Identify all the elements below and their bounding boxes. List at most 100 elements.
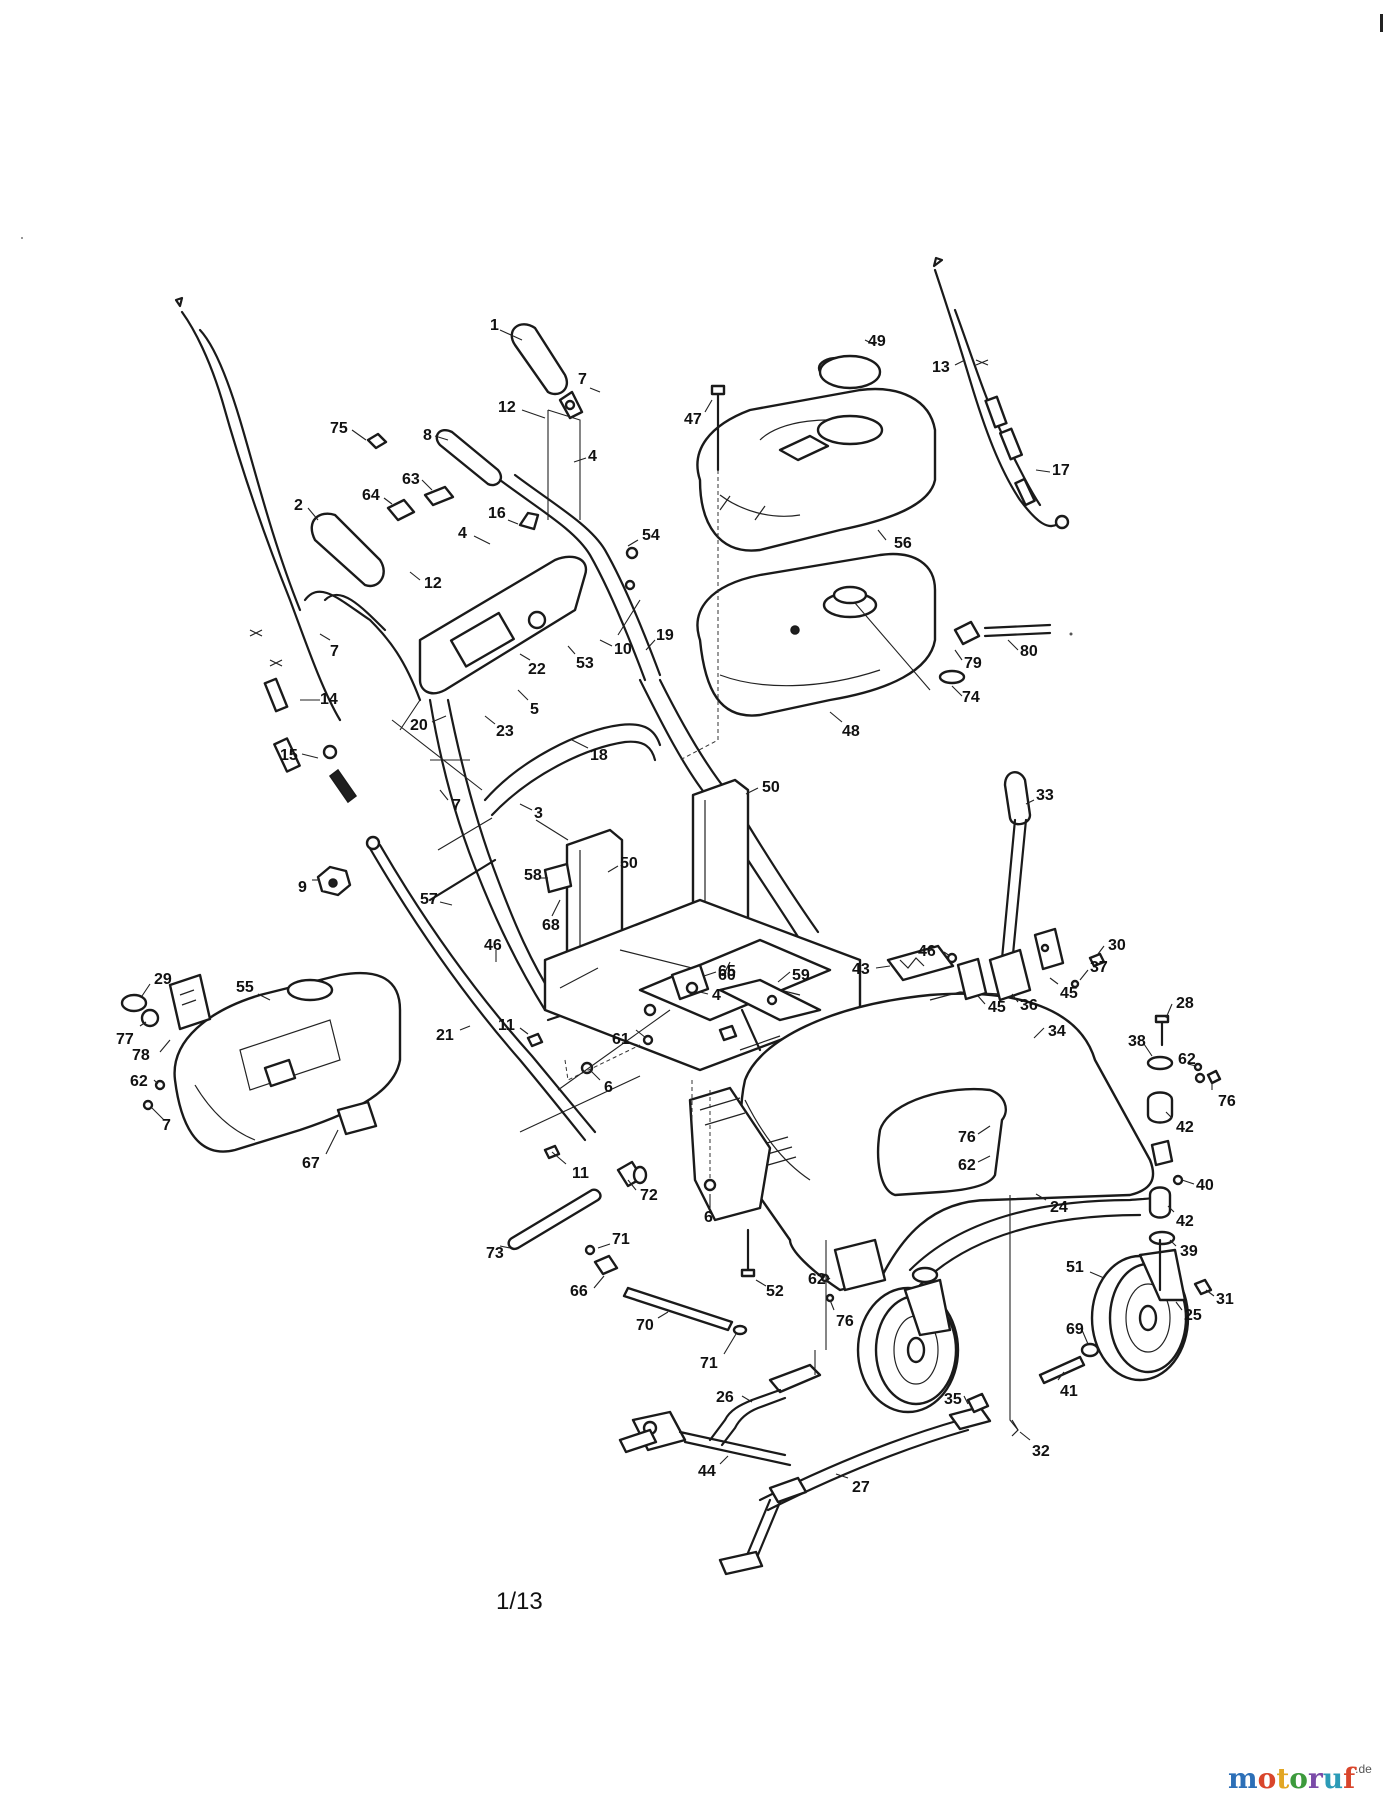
svg-text:23: 23 — [496, 723, 514, 740]
callout-50: 50 — [745, 779, 780, 796]
page-number: 1/13 — [496, 1588, 543, 1615]
svg-text:4: 4 — [458, 525, 467, 542]
svg-text:44: 44 — [698, 1463, 716, 1480]
callout-76: 76 — [958, 1125, 991, 1146]
svg-text:1: 1 — [490, 317, 499, 334]
caster-assembly-right — [1146, 1014, 1222, 1246]
callout-59: 59 — [777, 967, 810, 984]
callout-50: 50 — [607, 855, 638, 873]
callout-75: 75 — [330, 420, 367, 441]
svg-text:61: 61 — [612, 1031, 630, 1048]
svg-text:46: 46 — [484, 937, 502, 954]
svg-text:50: 50 — [762, 779, 780, 796]
side-cover — [120, 971, 402, 1153]
svg-text:58: 58 — [524, 867, 542, 884]
svg-text:55: 55 — [236, 979, 254, 996]
fuel-tank — [696, 552, 1052, 717]
callout-57: 57 — [420, 891, 453, 908]
callout-48: 48 — [829, 711, 860, 740]
svg-text:22: 22 — [528, 661, 546, 678]
svg-text:5: 5 — [530, 701, 539, 718]
svg-text:7: 7 — [578, 371, 587, 388]
svg-text:57: 57 — [420, 891, 438, 908]
svg-text:76: 76 — [1218, 1093, 1236, 1110]
callout-4: 4 — [573, 448, 597, 465]
callout-10: 10 — [599, 639, 632, 658]
callout-47: 47 — [684, 399, 713, 428]
callout-4: 4 — [699, 987, 721, 1004]
brand-letter: m — [1228, 1762, 1258, 1795]
callout-33: 33 — [1025, 787, 1054, 805]
callout-14: 14 — [300, 691, 338, 708]
svg-text:59: 59 — [792, 967, 810, 984]
svg-text:60: 60 — [718, 967, 736, 984]
svg-text:75: 75 — [330, 420, 348, 437]
callout-28: 28 — [1165, 995, 1194, 1019]
callout-32: 32 — [1019, 1431, 1050, 1460]
svg-text:41: 41 — [1060, 1383, 1078, 1400]
callout-70: 70 — [636, 1311, 669, 1334]
callout-6: 6 — [704, 1194, 713, 1226]
brand-tld: .de — [1355, 1762, 1372, 1776]
svg-text:54: 54 — [642, 527, 660, 544]
right-wheel — [1038, 1238, 1213, 1385]
callout-39: 39 — [1169, 1239, 1198, 1260]
svg-text:78: 78 — [132, 1047, 150, 1064]
svg-text:79: 79 — [964, 655, 982, 672]
svg-text:37: 37 — [1090, 959, 1108, 976]
svg-text:7: 7 — [330, 643, 339, 660]
callout-53: 53 — [567, 645, 594, 672]
svg-text:45: 45 — [988, 999, 1006, 1016]
svg-text:51: 51 — [1066, 1259, 1084, 1276]
svg-text:6: 6 — [604, 1079, 613, 1096]
callout-30: 30 — [1097, 937, 1126, 955]
callout-40: 40 — [1181, 1177, 1214, 1194]
svg-text:71: 71 — [700, 1355, 718, 1372]
svg-text:6: 6 — [704, 1209, 713, 1226]
callout-17: 17 — [1035, 462, 1070, 479]
svg-text:34: 34 — [1048, 1023, 1066, 1040]
svg-text:18: 18 — [590, 747, 608, 764]
svg-text:26: 26 — [716, 1389, 734, 1406]
brand-letter: o — [1257, 1762, 1277, 1795]
svg-text:68: 68 — [542, 917, 560, 934]
svg-text:19: 19 — [656, 627, 674, 644]
brand-letter: u — [1322, 1762, 1344, 1795]
svg-text:47: 47 — [684, 411, 702, 428]
callout-16: 16 — [488, 505, 519, 525]
callout-9: 9 — [298, 879, 320, 896]
shafts — [507, 1160, 748, 1336]
svg-text:46: 46 — [918, 943, 936, 960]
svg-text:49: 49 — [868, 333, 886, 350]
callout-45: 45 — [1049, 977, 1078, 1002]
brand-letter: f — [1343, 1762, 1356, 1795]
callout-18: 18 — [571, 739, 608, 764]
rod-21 — [365, 835, 597, 1142]
callout-73: 73 — [486, 1245, 511, 1262]
callout-71: 71 — [700, 1333, 737, 1372]
callout-20: 20 — [410, 715, 447, 734]
svg-text:52: 52 — [766, 1283, 784, 1300]
svg-text:63: 63 — [402, 471, 420, 488]
callout-7: 7 — [578, 371, 601, 393]
callout-35: 35 — [944, 1391, 969, 1408]
callout-79: 79 — [954, 649, 982, 672]
svg-text:24: 24 — [1050, 1199, 1068, 1216]
callout-77: 77 — [116, 1021, 147, 1048]
callout-11: 11 — [498, 1017, 529, 1035]
callout-63: 63 — [402, 471, 433, 491]
svg-text:21: 21 — [436, 1027, 454, 1044]
callout-42: 42 — [1167, 1205, 1194, 1230]
callout-5: 5 — [517, 689, 539, 718]
callout-62: 62 — [958, 1155, 991, 1174]
callout-41: 41 — [1057, 1371, 1078, 1400]
svg-text:20: 20 — [410, 717, 428, 734]
callout-2: 2 — [294, 497, 319, 521]
svg-text:42: 42 — [1176, 1119, 1194, 1136]
svg-text:28: 28 — [1176, 995, 1194, 1012]
callout-12: 12 — [498, 399, 546, 419]
svg-text:66: 66 — [570, 1283, 588, 1300]
callout-34: 34 — [1033, 1023, 1066, 1040]
frame-brackets — [543, 778, 862, 1072]
svg-text:38: 38 — [1128, 1033, 1146, 1050]
